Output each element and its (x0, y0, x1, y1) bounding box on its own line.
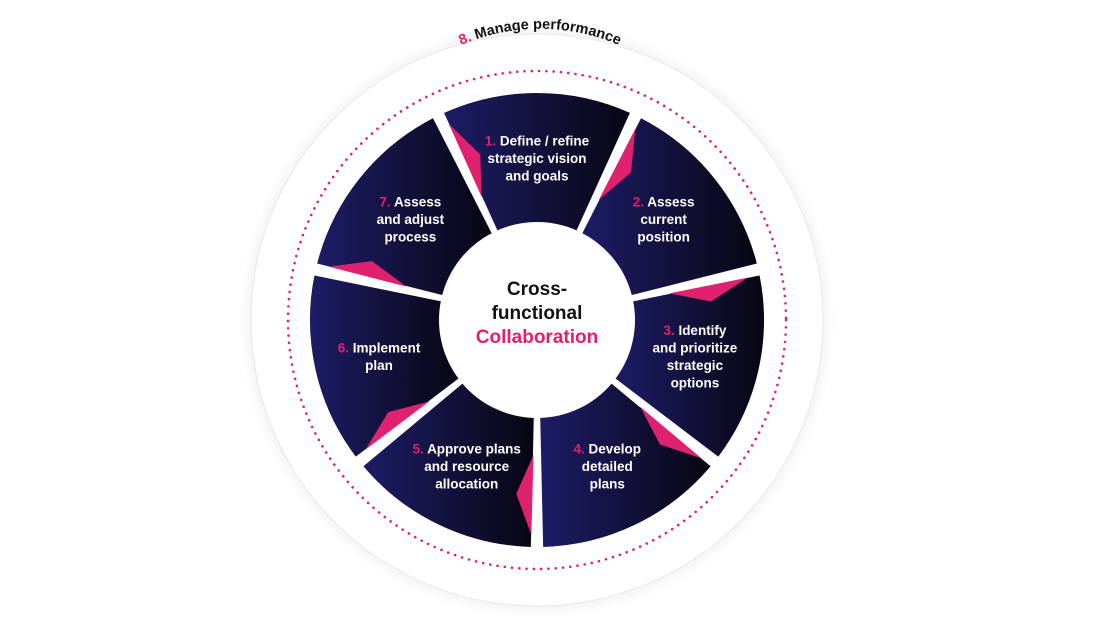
segment-1-label-line: and goals (505, 169, 568, 184)
center-title-line3: Collaboration (476, 327, 598, 348)
segment-5-label-line: 5. Approve plans (413, 441, 521, 456)
segment-2-number: 2. (633, 194, 648, 209)
center-circle (442, 225, 632, 415)
segment-5 (360, 380, 536, 549)
segment-4 (538, 380, 714, 549)
segment-1-number: 1. (485, 134, 500, 149)
segment-1 (441, 91, 633, 233)
segment-5-accent (516, 454, 534, 535)
segment-labels: 1. Define / refine strategic vision and go… (338, 134, 738, 492)
segment-1-accent (448, 123, 482, 197)
center-title-line1: Cross- (507, 279, 567, 300)
segment-4-label: 4. Develop detailed plans (574, 441, 642, 491)
segment-3-label: 3. Identify and prioritize strategic option… (653, 323, 738, 391)
segment-3-label-line: 3. Identify (663, 323, 727, 338)
segment-2-label: 2. Assess current position (633, 194, 695, 244)
segment-7 (314, 115, 495, 298)
dotted-ring (286, 69, 788, 571)
center-title-line2: functional (492, 303, 583, 324)
segment-7-label-line: process (384, 229, 436, 244)
segment-group (308, 91, 766, 549)
segment-6-label: 6. Implement plan (338, 340, 421, 373)
segment-5-number: 5. (413, 441, 428, 456)
segment-5-label-line: allocation (435, 476, 498, 491)
segment-1-label-line: strategic vision (487, 151, 586, 166)
segment-3-label-line: options (671, 375, 720, 390)
segment-6-label-line: plan (365, 358, 393, 373)
segment-6 (308, 273, 462, 460)
segment-7-label-line: 7. Assess (379, 194, 441, 209)
segment-4-label-line: plans (590, 476, 625, 491)
segment-7-number: 7. (379, 194, 394, 209)
outer-label-number: 8. (457, 28, 478, 49)
segment-7-label-line: and adjust (377, 212, 445, 227)
segment-2-label-line: 2. Assess (633, 194, 695, 209)
segment-4-label-line: 4. Develop (574, 441, 642, 456)
segment-3-number: 3. (663, 323, 678, 338)
segment-6-number: 6. (338, 340, 353, 355)
segment-7-accent (328, 261, 407, 287)
segment-5-label-line: and resource (424, 459, 509, 474)
segment-6-accent (365, 401, 430, 450)
segment-7-label: 7. Assess and adjust process (377, 194, 445, 244)
segment-6-label-line: 6. Implement (338, 340, 421, 355)
segment-2-label-line: current (640, 212, 687, 227)
segment-4-accent (640, 406, 702, 459)
segment-2-label-line: position (637, 229, 690, 244)
segment-3-label-line: and prioritize (653, 340, 738, 355)
segment-5-label: 5. Approve plans and resource allocation (413, 441, 521, 491)
segment-4-number: 4. (574, 441, 589, 456)
segment-1-label-line: 1. Define / refine (485, 134, 590, 149)
segment-1-label: 1. Define / refine strategic vision and go… (485, 134, 590, 184)
segment-3-accent (669, 277, 748, 302)
segment-4-label-line: detailed (582, 459, 633, 474)
segment-2-accent (598, 128, 636, 200)
segment-3-label-line: strategic (667, 358, 724, 373)
segment-3 (612, 273, 766, 460)
